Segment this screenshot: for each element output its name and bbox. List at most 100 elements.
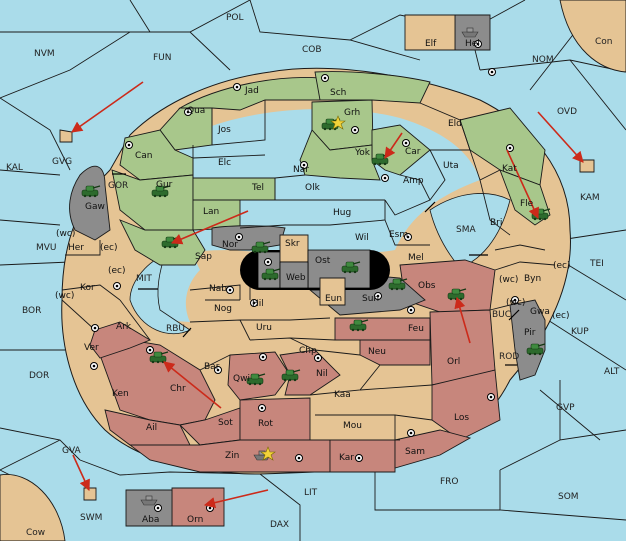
sea-label-gva: GVA <box>62 446 82 456</box>
green-territories <box>111 71 551 266</box>
land-label-kor: Kor <box>80 283 95 293</box>
inner-sea-south <box>129 254 191 335</box>
land-label-yok: Yok <box>354 148 371 158</box>
coast-mark-group: (wc) (ec) (ec) (wc) (wc) (ec) (wc) (ec) <box>55 229 571 321</box>
land-label-sch: Sch <box>330 88 346 98</box>
land-label-neu: Neu <box>368 347 386 357</box>
supply-centers <box>90 40 519 512</box>
land-label-kat: Kat <box>502 164 517 174</box>
land-label-gaw: Gaw <box>85 202 105 212</box>
sea-label-nvm: NVM <box>34 49 55 59</box>
land-label-bri: Bri <box>490 218 502 228</box>
land-label-group: Jad Sch Qua Grh Jos Eld Can Yok Car Elc … <box>68 39 550 525</box>
land-label-orn: Orn <box>187 515 203 525</box>
sea-label-sma: SMA <box>456 225 476 235</box>
land-label-rot: Rot <box>258 419 273 429</box>
coast-mark-gwa-wc: (wc) <box>506 298 525 308</box>
land-label-can: Can <box>135 151 153 161</box>
land-label-ail: Ail <box>146 423 157 433</box>
land-label-mou: Mou <box>343 421 362 431</box>
land-label-sun: Sun <box>362 294 379 304</box>
land-label-web: Web <box>286 273 306 283</box>
land-label-nab: Nab <box>209 284 227 294</box>
coast-mark-kor-wc: (wc) <box>55 291 74 301</box>
land-label-nor: Nor <box>222 240 238 250</box>
land-label-byn: Byn <box>524 274 541 284</box>
land-label-olk: Olk <box>305 183 321 193</box>
sea-label-fun: FUN <box>153 53 172 63</box>
land-label-ark: Ark <box>116 322 132 332</box>
coast-mark-gwa-ec: (ec) <box>552 311 570 321</box>
land-label-skr: Skr <box>285 239 300 249</box>
red-territories <box>89 259 501 527</box>
star-icon <box>260 446 276 461</box>
sea-label-kam: KAM <box>580 193 600 203</box>
neutral-borders <box>61 100 556 441</box>
sea-label-kal: KAL <box>6 163 23 173</box>
coast-mark-byn-wc: (wc) <box>499 275 518 285</box>
land-label-nog: Nog <box>214 304 232 314</box>
sea-label-con: Con <box>595 37 613 47</box>
coast-mark-her-ec: (ec) <box>100 243 118 253</box>
land-label-her: Her <box>68 243 84 253</box>
sea-label-dor: DOR <box>29 371 49 381</box>
land-label-kaa: Kaa <box>334 390 351 400</box>
land-label-nil: Nil <box>316 369 328 379</box>
land-label-sap: Sap <box>195 252 212 262</box>
land-label-ost: Ost <box>315 256 331 266</box>
land-label-feu: Feu <box>408 324 424 334</box>
land-label-los: Los <box>454 413 469 423</box>
land-label-sam: Sam <box>405 447 425 457</box>
coast-mark-byn-ec: (ec) <box>553 261 571 271</box>
sea-label-swm: SWM <box>80 513 102 523</box>
sea-label-alt: ALT <box>604 367 620 377</box>
convoy-arrows <box>112 173 520 366</box>
land-label-zin: Zin <box>225 451 239 461</box>
land-label-orl: Orl <box>447 357 460 367</box>
land-label-nar: Nar <box>293 165 309 175</box>
sea-label-bor: BOR <box>22 306 41 316</box>
sea-label-cob: COB <box>302 45 322 55</box>
land-label-amp: Amp <box>403 176 424 186</box>
sea-label-mit: MIT <box>136 274 152 284</box>
land-label-chr: Chr <box>170 384 186 394</box>
star-markers <box>260 115 346 461</box>
sea-label-dax: DAX <box>270 520 289 530</box>
smaltmark-sea <box>429 193 511 269</box>
land-label-ver: Ver <box>84 343 99 353</box>
sea-label-nom: NOM <box>532 55 554 65</box>
land-label-wil: Wil <box>355 233 369 243</box>
land-label-hel: Hel <box>465 39 480 49</box>
land-label-aba: Aba <box>142 515 159 525</box>
land-label-qua: Qua <box>187 106 205 116</box>
land-label-pir: Pir <box>524 328 536 338</box>
land-label-eun: Eun <box>325 294 342 304</box>
land-label-fle: Fle <box>520 199 534 209</box>
land-label-sot: Sot <box>218 418 233 428</box>
sea-label-ovd: OVD <box>557 107 577 117</box>
land-label-jos: Jos <box>217 125 231 135</box>
land-label-hil: Hil <box>252 299 264 309</box>
sea-label-mvu: MVU <box>36 243 57 253</box>
land-label-bar: Bar <box>204 362 220 372</box>
sea-label-rod: ROD <box>499 352 519 362</box>
sea-label-gor: GOR <box>108 181 128 191</box>
sea-label-fro: FRO <box>440 477 459 487</box>
land-label-uta: Uta <box>443 161 459 171</box>
land-label-esm: Esm <box>389 230 408 240</box>
sea-label-cow: Cow <box>26 528 45 538</box>
land-label-tel: Tel <box>251 183 264 193</box>
land-label-lan: Lan <box>203 207 219 217</box>
sea-label-som: SOM <box>558 492 579 502</box>
land-label-eld: Eld <box>448 119 462 129</box>
sea-label-group: POL COB FUN NVM NOM OVD Con KAL KAM GOR … <box>6 13 620 538</box>
land-label-kar: Kar <box>339 453 354 463</box>
land-label-gwa: Gwa <box>530 307 550 317</box>
land-label-elf: Elf <box>425 39 437 49</box>
order-arrows <box>71 81 584 509</box>
sea-label-rbu: RBU <box>166 324 185 334</box>
land-label-car: Car <box>405 147 421 157</box>
